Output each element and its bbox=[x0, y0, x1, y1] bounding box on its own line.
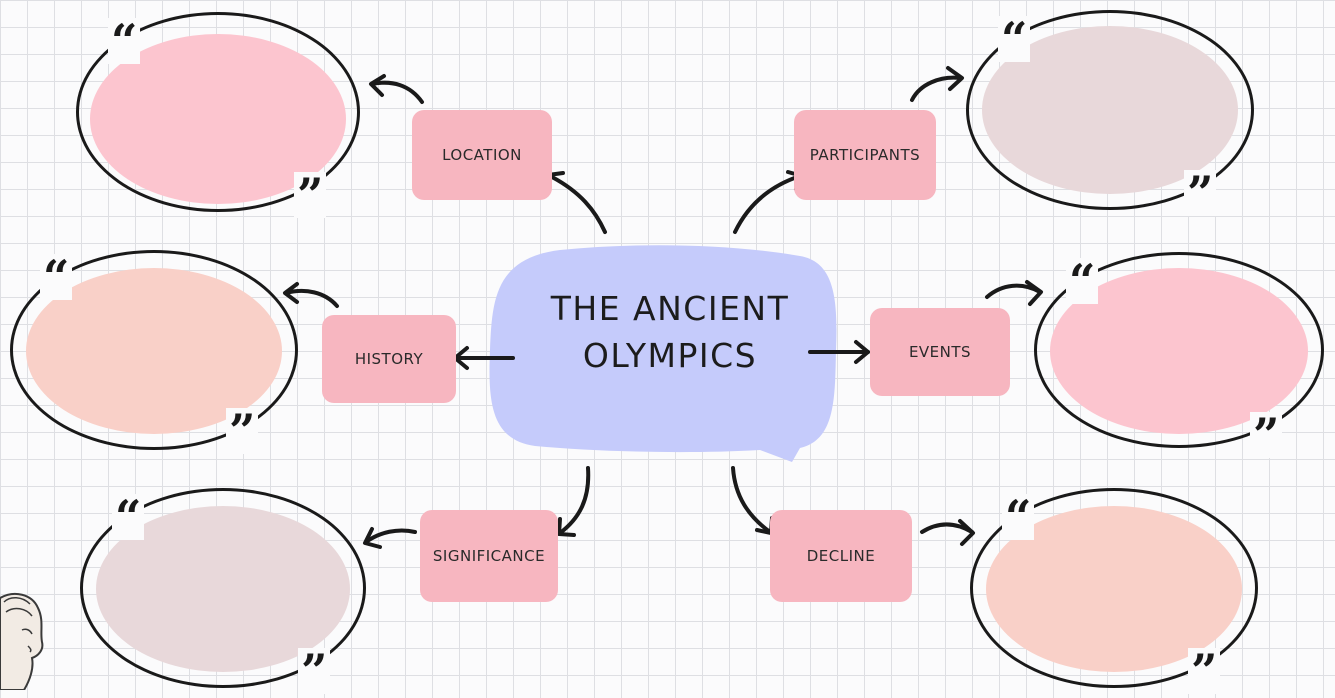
arrow-location-to-bubble bbox=[369, 74, 424, 104]
center-title-line1: THE ANCIENT bbox=[550, 289, 790, 328]
bubble-location[interactable]: “ ” bbox=[76, 12, 360, 218]
close-quote-icon: ” bbox=[1250, 412, 1283, 458]
open-quote-icon: “ bbox=[1066, 258, 1099, 304]
topic-participants[interactable]: PARTICIPANTS bbox=[794, 110, 936, 200]
center-title-line2: OLYMPICS bbox=[582, 336, 758, 375]
arrow-events-to-bubble bbox=[985, 280, 1043, 306]
open-quote-icon: “ bbox=[998, 16, 1031, 62]
open-quote-icon: “ bbox=[1002, 494, 1035, 540]
greek-statue-head-icon bbox=[0, 592, 44, 690]
bubble-events[interactable]: “ ” bbox=[1034, 252, 1324, 458]
arrow-participants-to-bubble bbox=[910, 66, 964, 102]
close-quote-icon: ” bbox=[226, 408, 259, 454]
bubble-history[interactable]: “ ” bbox=[10, 250, 298, 454]
arrow-center-to-significance bbox=[557, 466, 591, 537]
bubble-outline bbox=[80, 488, 366, 688]
topic-decline[interactable]: DECLINE bbox=[770, 510, 912, 602]
close-quote-icon: ” bbox=[298, 648, 331, 694]
arrow-center-to-decline bbox=[731, 466, 774, 535]
center-speech-bubble bbox=[489, 245, 837, 462]
bubble-outline bbox=[10, 250, 298, 450]
open-quote-icon: “ bbox=[112, 494, 145, 540]
topic-significance[interactable]: SIGNIFICANCE bbox=[420, 510, 558, 602]
bubble-outline bbox=[1034, 252, 1324, 448]
arrow-center-to-events bbox=[808, 340, 870, 364]
open-quote-icon: “ bbox=[40, 254, 73, 300]
close-quote-icon: ” bbox=[294, 172, 327, 218]
center-title: THE ANCIENT OLYMPICS bbox=[500, 285, 840, 379]
close-quote-icon: ” bbox=[1184, 170, 1217, 216]
arrow-center-to-location bbox=[546, 171, 607, 234]
topic-events[interactable]: EVENTS bbox=[870, 308, 1010, 396]
bubble-significance[interactable]: “ ” bbox=[80, 488, 366, 694]
bubble-outline bbox=[966, 10, 1254, 210]
open-quote-icon: “ bbox=[108, 18, 141, 64]
arrow-significance-to-bubble bbox=[363, 527, 417, 549]
bubble-outline bbox=[76, 12, 360, 212]
topic-history[interactable]: HISTORY bbox=[322, 315, 456, 403]
bubble-decline[interactable]: “ ” bbox=[970, 488, 1258, 694]
arrow-history-to-bubble bbox=[283, 282, 339, 308]
arrow-decline-to-bubble bbox=[920, 519, 975, 546]
close-quote-icon: ” bbox=[1188, 648, 1221, 694]
topic-location[interactable]: LOCATION bbox=[412, 110, 552, 200]
bubble-participants[interactable]: “ ” bbox=[966, 10, 1254, 216]
bubble-outline bbox=[970, 488, 1258, 688]
arrow-center-to-participants bbox=[733, 170, 804, 234]
